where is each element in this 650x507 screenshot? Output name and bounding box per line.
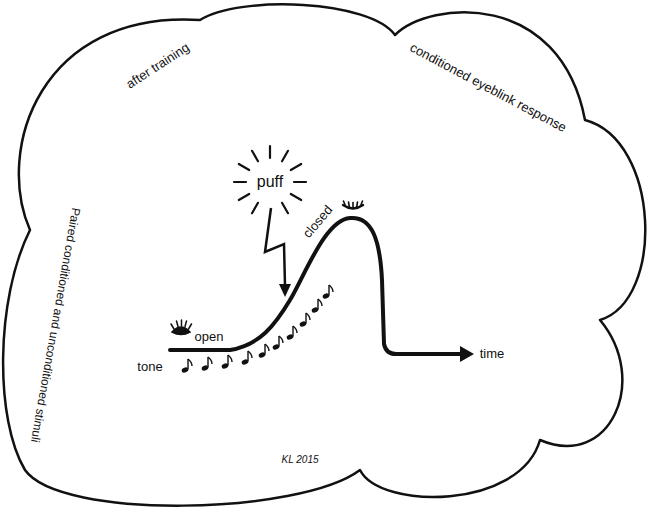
puff-starburst bbox=[234, 146, 306, 213]
corner-note: conditioned eyeblink response bbox=[407, 41, 568, 136]
cloud-outline bbox=[3, 4, 645, 505]
axis-label: time bbox=[480, 347, 505, 361]
lightning-arrow bbox=[265, 208, 285, 286]
tone-notes bbox=[181, 285, 333, 374]
stimulus-label: puff bbox=[257, 173, 283, 191]
corner-note: after training bbox=[124, 40, 192, 91]
stimulus-label: tone bbox=[137, 360, 162, 374]
open-eye-icon bbox=[171, 320, 192, 335]
state-label: open bbox=[195, 330, 224, 344]
state-label: closed bbox=[300, 203, 335, 241]
lightning-arrowhead bbox=[279, 284, 291, 297]
time-arrowhead bbox=[460, 346, 474, 362]
side-note: Paired conditioned and unconditioned sti… bbox=[28, 207, 82, 444]
response-curve bbox=[170, 218, 462, 354]
closed-eye-icon bbox=[343, 201, 363, 209]
signature: KL 2015 bbox=[281, 454, 318, 465]
